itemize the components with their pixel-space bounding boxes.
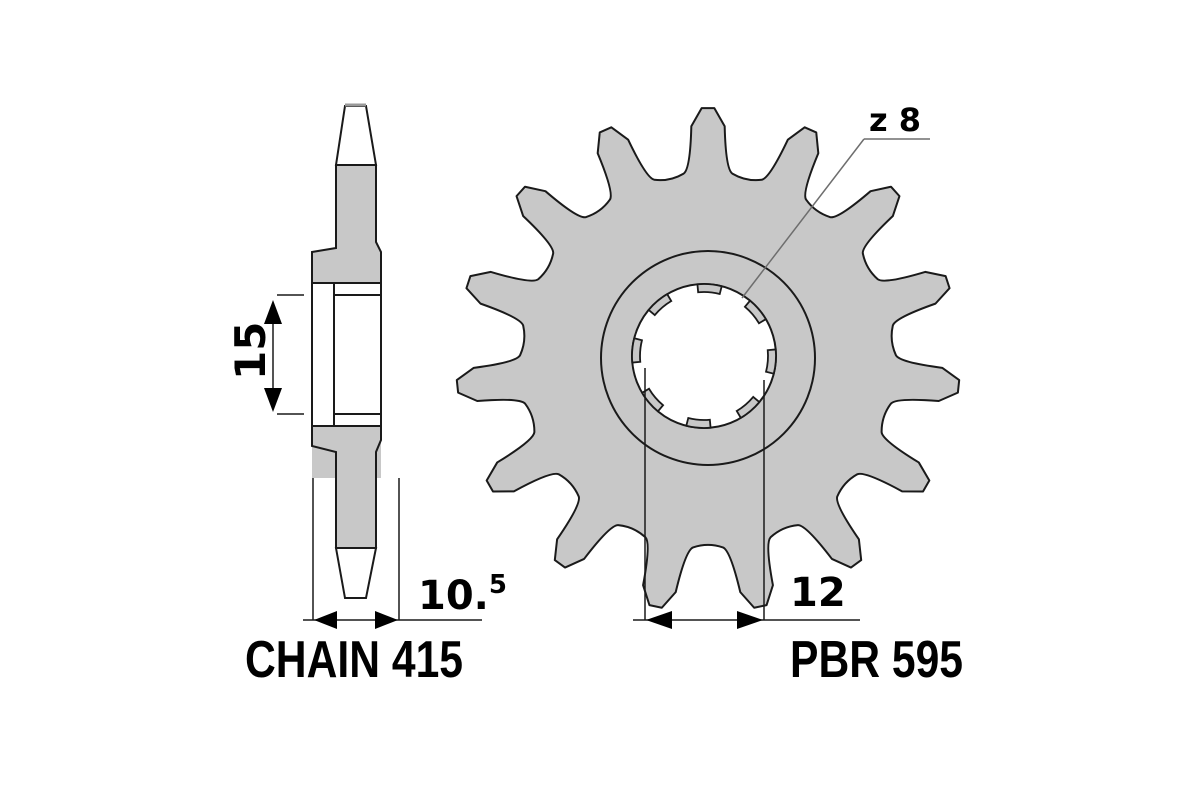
part-number-label: PBR 595 [790,631,964,689]
spline-tooth [764,348,777,375]
side-view [264,103,482,629]
spline-tooth [696,283,723,296]
width-dimension-label: 10.5 [418,572,507,619]
spline-width-dimension [633,368,860,629]
spline-leader [741,138,930,299]
spline-tooth [735,395,761,420]
hub-dimension-label: 15 [226,321,275,380]
spline-width-label: 12 [790,570,846,616]
front-view-gear [455,107,961,609]
spline-tooth [685,416,712,429]
spline-tooth [743,299,768,325]
hub-circle [600,250,816,466]
spline-tooth [631,337,644,364]
width-dimension-sup: 5 [488,570,507,600]
spline-tooth [647,292,673,317]
width-dimension-main: 10. [418,573,489,619]
chain-label: CHAIN 415 [245,631,464,689]
spline-count-label: z 8 [869,101,922,139]
spline-tooth [640,387,665,413]
